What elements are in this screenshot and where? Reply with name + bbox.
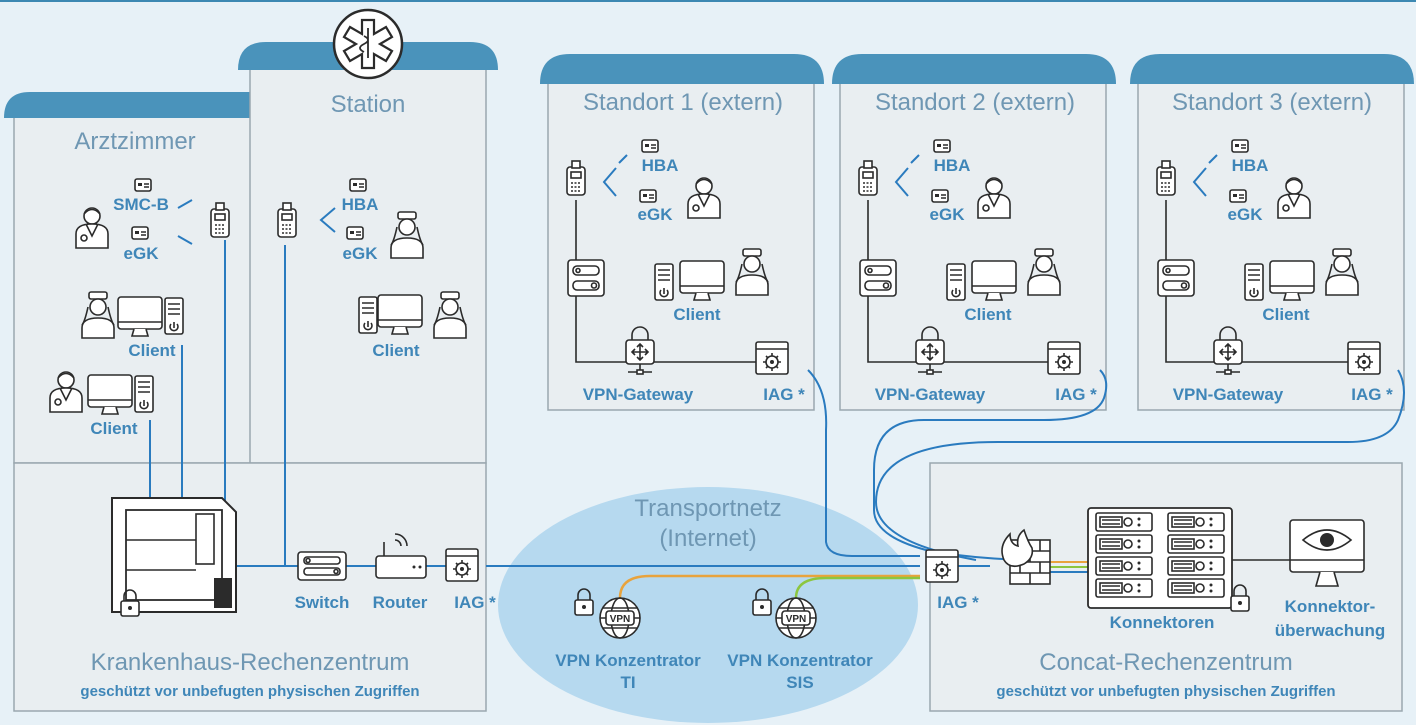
monitoring-eye-icon [1289, 519, 1365, 587]
room-station [238, 8, 498, 464]
konnektor-monitoring-sublabel: überwachung [1275, 621, 1386, 640]
hba-label: HBA [342, 195, 379, 214]
konnektoren-label: Konnektoren [1110, 613, 1215, 632]
room-krankenhaus-rechenzentrum [13, 462, 487, 712]
vpn-badge: VPN [610, 614, 631, 625]
krankenhaus-rz-title: Krankenhaus-Rechenzentrum [91, 649, 410, 676]
vpn-badge: VPN [786, 614, 807, 625]
vpn-concentrator-ti-sublabel: TI [620, 673, 635, 692]
egk-label: eGK [343, 244, 379, 263]
arrow-icon [177, 199, 193, 245]
client-label: Client [128, 341, 176, 360]
hba-label: HBA [934, 156, 971, 175]
client-label: Client [372, 341, 420, 360]
egk-label: eGK [1228, 205, 1264, 224]
vpn-concentrator-ti-label: VPN Konzentrator [555, 651, 701, 670]
standort-2-contents: Standort 2 (extern) HBA eGK Client VPN-G… [858, 89, 1097, 404]
transport-network-cloud [498, 487, 918, 723]
server-rack-icon [111, 497, 237, 613]
tower-icon [358, 296, 378, 334]
krankenhaus-rz-subtitle: geschützt vor unbefugten physischen Zugr… [80, 683, 419, 700]
iag-label: IAG * [1055, 385, 1097, 404]
transport-title: Transportnetz [634, 495, 781, 522]
firewall-icon [1001, 528, 1051, 585]
switch-icon [297, 551, 347, 581]
egk-card-icon [131, 226, 149, 240]
standort-3-title: Standort 3 (extern) [1172, 89, 1372, 116]
vpn-concentrator-sis-label: VPN Konzentrator [727, 651, 873, 670]
iag-icon [925, 549, 959, 583]
hba-label: HBA [642, 156, 679, 175]
client-label: Client [673, 305, 721, 324]
client-label: Client [90, 419, 138, 438]
konnektoren-rack [1087, 507, 1233, 609]
router-label: Router [373, 593, 428, 612]
egk-label: eGK [638, 205, 674, 224]
iag-icon [445, 548, 479, 582]
switch-label: Switch [295, 593, 350, 612]
standort-1-contents: Standort 1 (extern) HBA eGK Client VPN-G… [566, 89, 805, 404]
iag-label: IAG * [454, 593, 496, 612]
egk-label: eGK [930, 205, 966, 224]
client-label: Client [1262, 305, 1310, 324]
concat-rz-title: Concat-Rechenzentrum [1039, 649, 1292, 676]
iag-label: IAG * [1351, 385, 1393, 404]
standort-3-contents: Standort 3 (extern) HBA eGK Client VPN-G… [1156, 89, 1393, 404]
vpn-gateway-label: VPN-Gateway [583, 385, 694, 404]
standort-2-title: Standort 2 (extern) [875, 89, 1075, 116]
hba-label: HBA [1232, 156, 1269, 175]
arrow-icon [319, 207, 336, 233]
station-title: Station [331, 91, 406, 118]
router-icon [375, 533, 427, 579]
concat-rz-subtitle: geschützt vor unbefugten physischen Zugr… [996, 683, 1335, 700]
egk-card-icon [346, 226, 364, 240]
standort-1-title: Standort 1 (extern) [583, 89, 783, 116]
vpn-gateway-label: VPN-Gateway [875, 385, 986, 404]
client-label: Client [964, 305, 1012, 324]
iag-label: IAG * [937, 593, 979, 612]
smc-b-card-icon [134, 178, 152, 192]
iag-label: IAG * [763, 385, 805, 404]
konnektor-monitoring-label: Konnektor- [1285, 597, 1376, 616]
hba-card-icon [349, 178, 367, 192]
transport-subtitle: (Internet) [659, 525, 756, 552]
vpn-gateway-label: VPN-Gateway [1173, 385, 1284, 404]
arztzimmer-title: Arztzimmer [74, 128, 195, 155]
medical-star-icon [332, 8, 404, 80]
vpn-concentrator-sis-sublabel: SIS [786, 673, 813, 692]
network-links [149, 200, 1405, 599]
egk-label: eGK [124, 244, 160, 263]
smc-b-label: SMC-B [113, 195, 169, 214]
